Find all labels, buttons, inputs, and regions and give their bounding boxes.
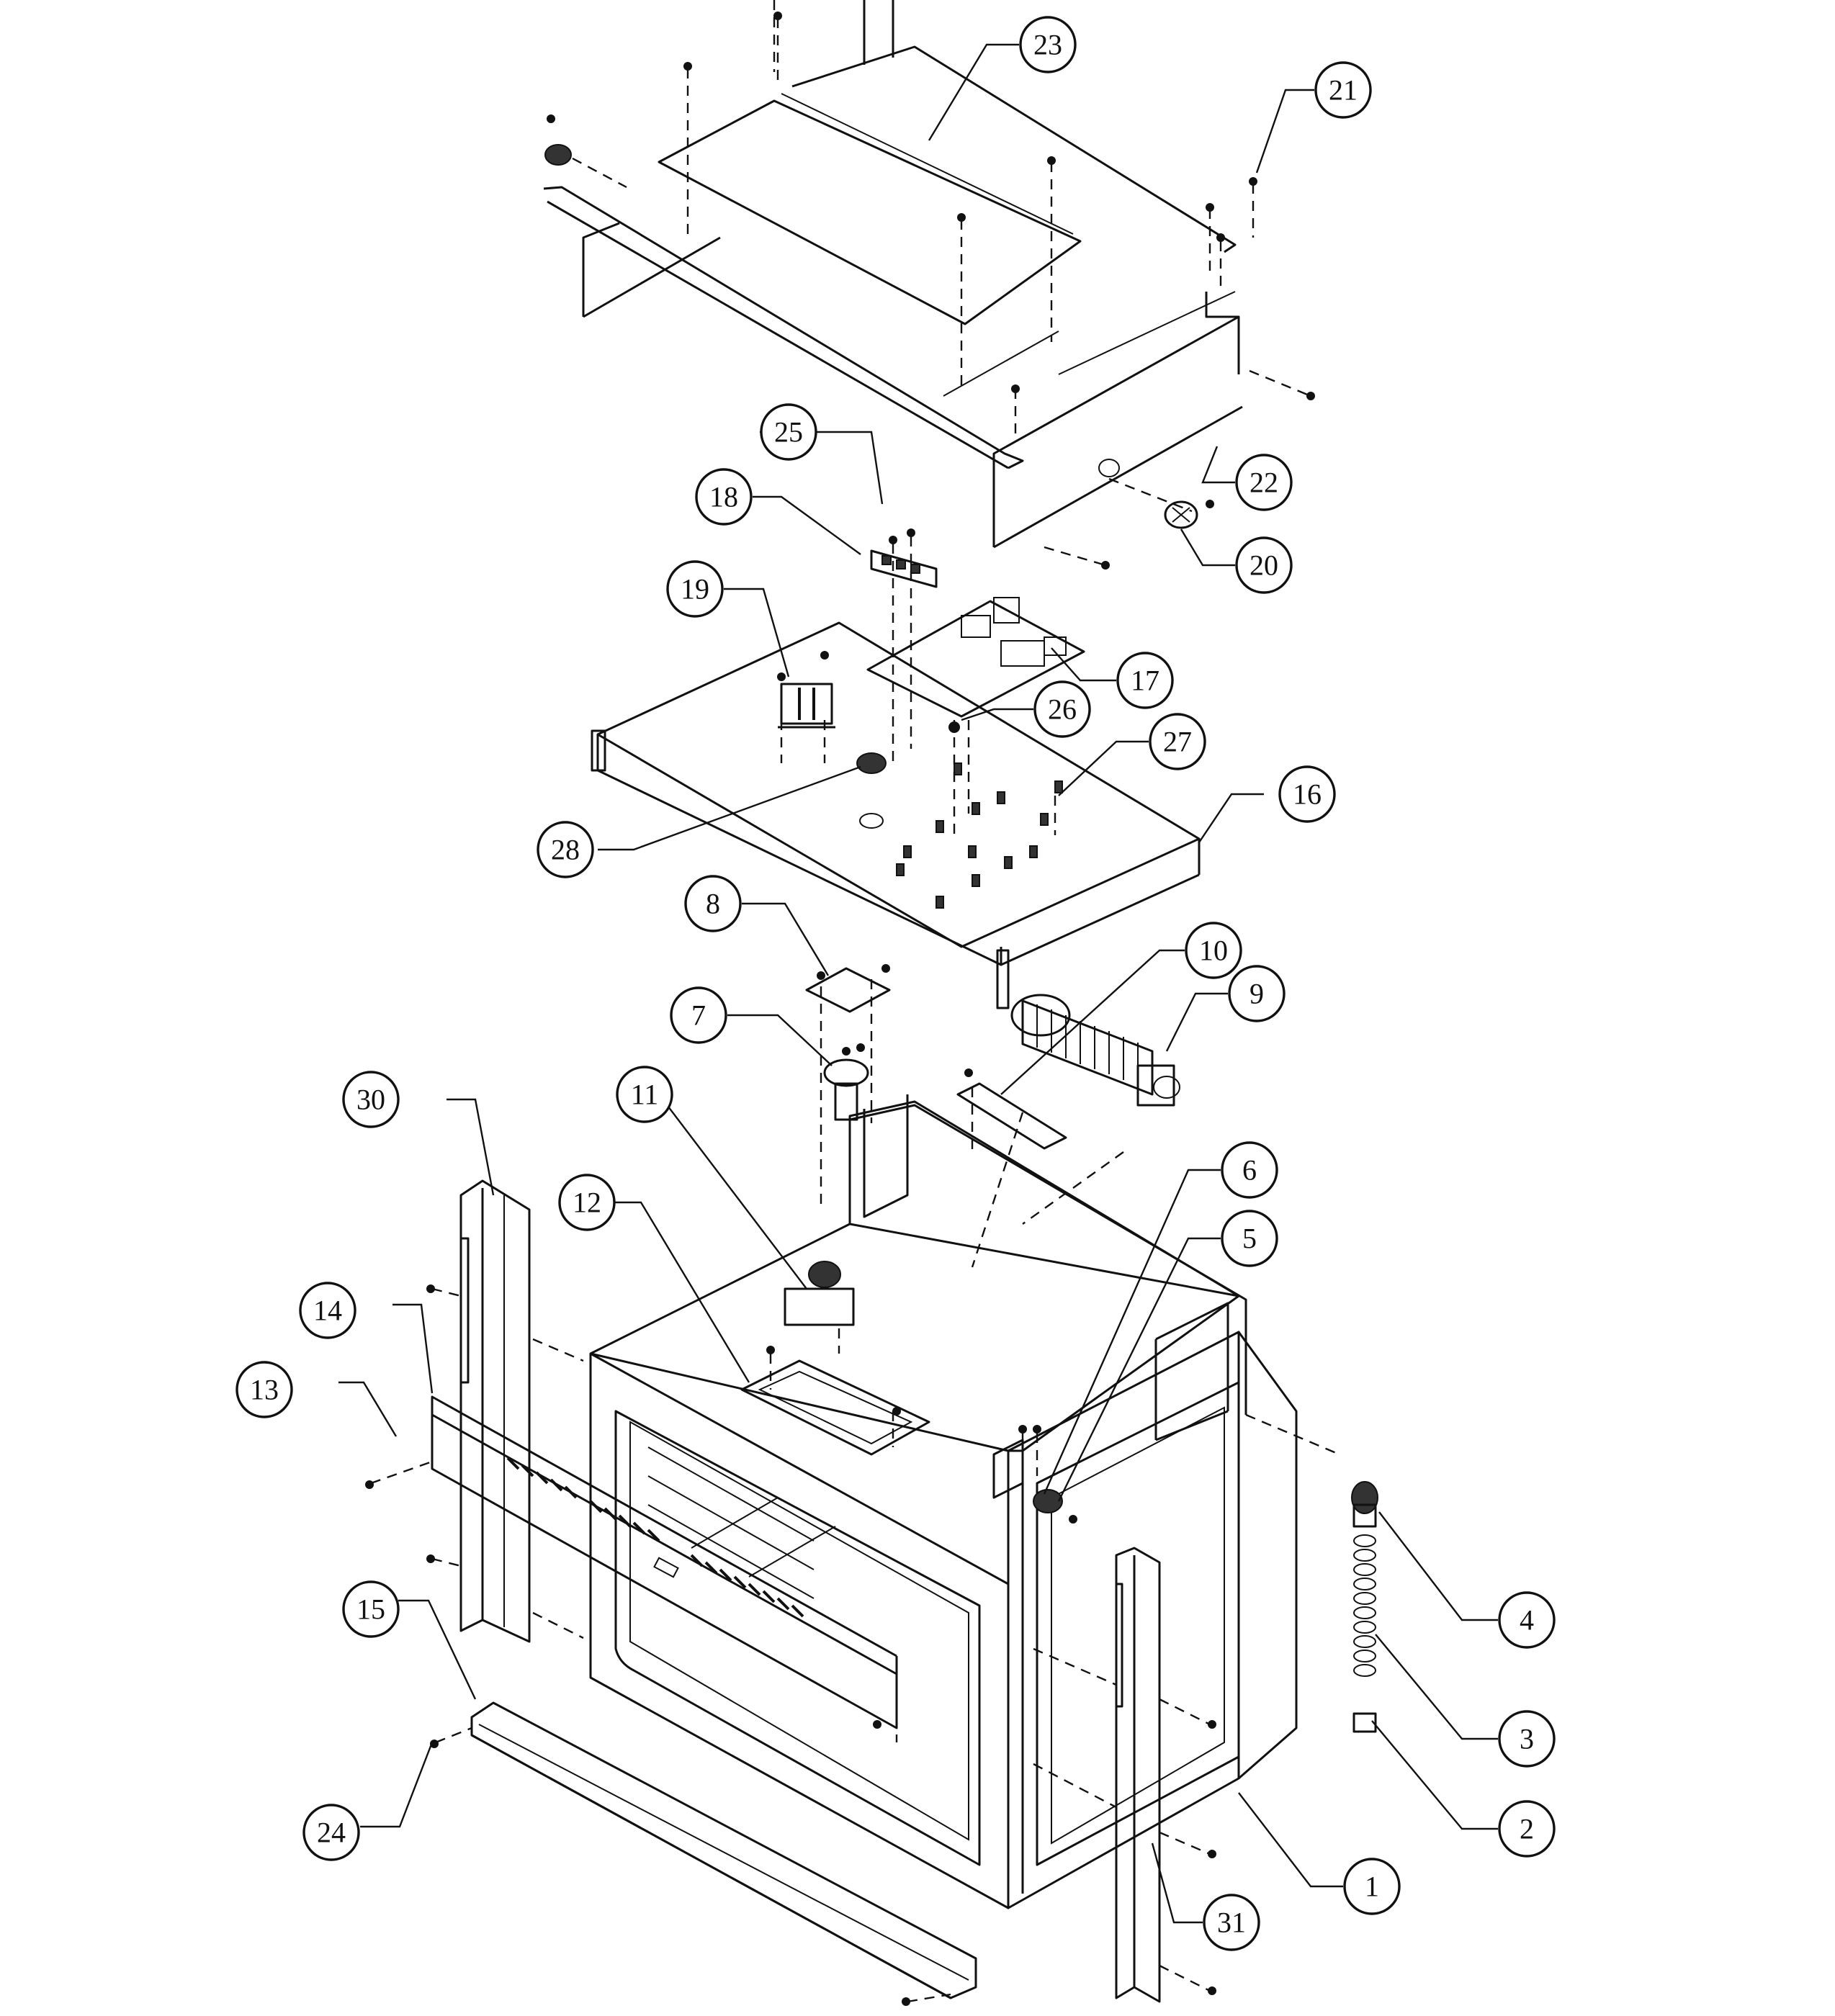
callout-15: 15	[342, 1580, 400, 1638]
svg-text:21: 21	[1329, 74, 1358, 107]
control-tray-assembly	[591, 528, 1201, 1009]
callout-13: 13	[235, 1361, 293, 1418]
svg-text:22: 22	[1249, 467, 1278, 499]
svg-text:13: 13	[250, 1374, 279, 1406]
callout-27: 27	[1149, 713, 1206, 770]
callout-9: 9	[1228, 965, 1286, 1022]
svg-text:1: 1	[1365, 1871, 1379, 1903]
svg-text:28: 28	[551, 834, 580, 866]
top-cover-assembly	[543, 0, 1315, 570]
svg-text:18: 18	[709, 481, 738, 513]
callout-26: 26	[1033, 680, 1091, 738]
callout-2: 2	[1498, 1800, 1556, 1858]
svg-text:23: 23	[1033, 29, 1062, 61]
svg-text:5: 5	[1242, 1223, 1257, 1255]
part-12-bracket	[740, 1346, 930, 1456]
leader-lines	[338, 43, 1498, 1924]
svg-text:7: 7	[691, 999, 706, 1032]
svg-text:14: 14	[313, 1295, 342, 1327]
oven-cavity-assembly	[589, 1094, 1340, 1909]
svg-text:2: 2	[1520, 1813, 1534, 1845]
part-11-control	[784, 1261, 855, 1354]
callout-4: 4	[1498, 1591, 1556, 1649]
svg-text:9: 9	[1249, 978, 1264, 1010]
callout-16: 16	[1278, 765, 1336, 823]
part-31-right-trim	[1033, 1547, 1216, 2003]
callout-5: 5	[1221, 1210, 1278, 1267]
callout-8: 8	[684, 875, 742, 932]
svg-text:31: 31	[1217, 1907, 1246, 1939]
callout-17: 17	[1116, 652, 1174, 709]
part-2-4-hose	[1351, 1481, 1378, 1733]
svg-text:8: 8	[706, 888, 720, 920]
callout-20: 20	[1235, 536, 1293, 594]
svg-text:27: 27	[1163, 726, 1192, 758]
callout-24: 24	[302, 1804, 360, 1861]
callout-30: 30	[342, 1071, 400, 1128]
svg-text:17: 17	[1131, 665, 1159, 697]
part-7-8-vent	[805, 964, 891, 1210]
callout-bubbles: 1 2 3 4 5 6 7 8 9 10 11	[235, 16, 1556, 1951]
svg-text:12: 12	[573, 1187, 601, 1219]
svg-text:15: 15	[356, 1593, 385, 1626]
part-15-bottom-trim	[430, 1701, 977, 2006]
svg-text:11: 11	[631, 1079, 659, 1111]
callout-10: 10	[1185, 922, 1242, 979]
svg-text:10: 10	[1199, 935, 1228, 967]
callout-6: 6	[1221, 1141, 1278, 1199]
callout-23: 23	[1019, 16, 1077, 73]
svg-text:26: 26	[1048, 693, 1077, 726]
callout-1: 1	[1343, 1858, 1401, 1915]
svg-text:3: 3	[1520, 1723, 1534, 1755]
callout-22: 22	[1235, 454, 1293, 511]
svg-text:16: 16	[1293, 778, 1322, 811]
callout-14: 14	[299, 1282, 356, 1339]
callout-31: 31	[1203, 1894, 1260, 1951]
svg-text:20: 20	[1249, 549, 1278, 582]
part-5-6-switch	[992, 1425, 1077, 1524]
svg-text:6: 6	[1242, 1154, 1257, 1187]
svg-text:30: 30	[356, 1084, 385, 1116]
callout-18: 18	[695, 468, 753, 526]
callout-28: 28	[537, 821, 594, 878]
part-9-10-blower	[956, 994, 1180, 1268]
callout-25: 25	[760, 403, 817, 461]
svg-text:4: 4	[1520, 1604, 1534, 1637]
part-14-vent-grille	[365, 1395, 898, 1742]
callout-11: 11	[616, 1066, 673, 1123]
callout-21: 21	[1314, 61, 1372, 119]
svg-text:24: 24	[317, 1817, 346, 1849]
callout-3: 3	[1498, 1710, 1556, 1768]
callout-7: 7	[670, 986, 727, 1044]
part-30-left-trim	[426, 1179, 584, 1643]
callout-19: 19	[666, 560, 724, 618]
svg-text:25: 25	[774, 416, 803, 449]
callout-12: 12	[558, 1174, 616, 1231]
svg-text:19: 19	[681, 573, 709, 606]
